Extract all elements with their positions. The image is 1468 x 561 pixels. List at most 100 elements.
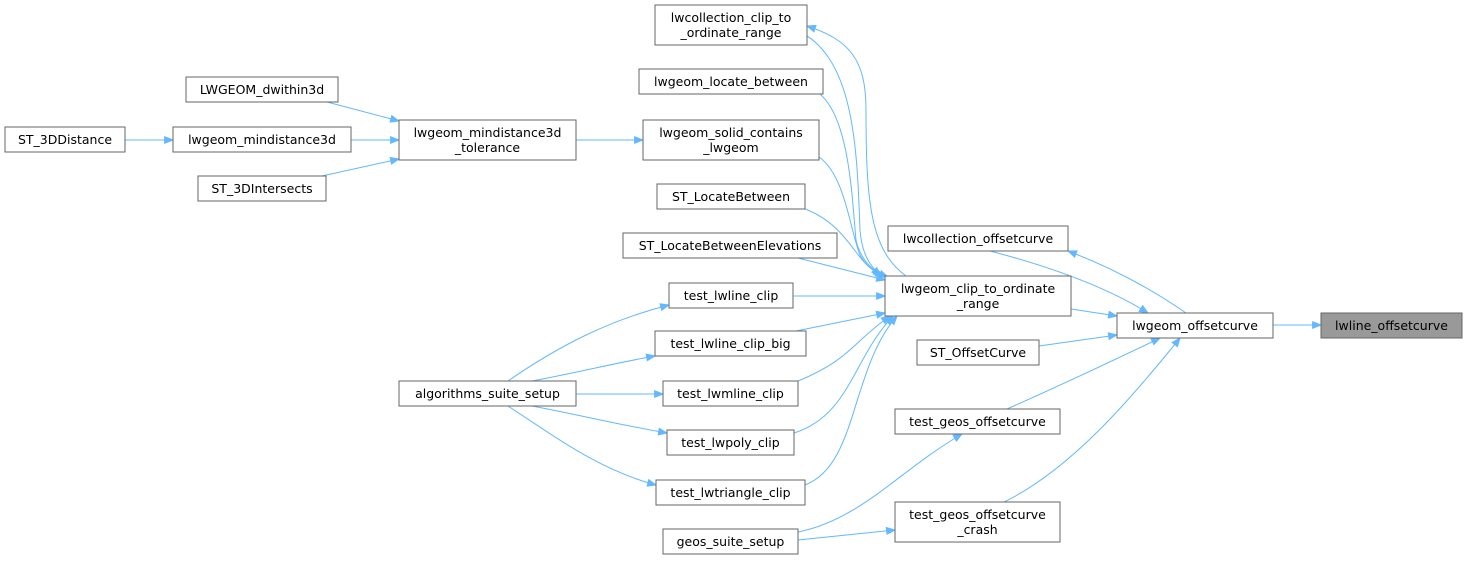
edge-line	[795, 29, 881, 277]
node-box[interactable]	[668, 282, 794, 309]
node-ST_3DDistance[interactable]: ST_3DDistance	[4, 126, 126, 153]
node-label: lwcollection_clip_to	[671, 10, 791, 25]
node-test_geos_offsetcurve[interactable]: test_geos_offsetcurve	[894, 408, 1061, 435]
node-test_geos_offsetcurve_crash[interactable]: test_geos_offsetcurve_crash	[894, 501, 1061, 543]
node-label: ST_OffsetCurve	[930, 345, 1027, 360]
node-box[interactable]	[642, 119, 820, 161]
node-geos_suite_setup[interactable]: geos_suite_setup	[662, 528, 799, 555]
node-test_lwpoly_clip[interactable]: test_lwpoly_clip	[666, 429, 795, 456]
edge-arrowhead	[1107, 310, 1119, 319]
edge-line	[804, 315, 898, 486]
node-test_lwline_clip[interactable]: test_lwline_clip	[668, 282, 794, 309]
node-label: lwgeom_mindistance3d	[188, 132, 336, 147]
edge-arrowhead	[875, 273, 887, 282]
node-ST_LocateBetween[interactable]: ST_LocateBetween	[656, 183, 806, 210]
node-lwgeom_offsetcurve[interactable]: lwgeom_offsetcurve	[1116, 312, 1274, 339]
edge-arrowhead	[654, 389, 665, 399]
node-label: test_lwline_clip_big	[670, 336, 790, 351]
node-box[interactable]	[1320, 312, 1463, 339]
edge-test_lwtriangle_clip-to-lwgeom_clip_to_ordinate_range	[804, 314, 898, 486]
node-label: lwgeom_locate_between	[654, 74, 808, 89]
node-lwcollection_clip_to_ordinate_range[interactable]: lwcollection_clip_to_ordinate_range	[654, 4, 808, 46]
node-box[interactable]	[894, 501, 1061, 543]
node-lwgeom_solid_contains_lwgeom[interactable]: lwgeom_solid_contains_lwgeom	[642, 119, 820, 161]
edge-lwgeom_clip_to_ordinate_range-to-lwgeom_offsetcurve	[1070, 308, 1119, 319]
node-label: lwgeom_solid_contains	[659, 125, 803, 140]
node-label: test_geos_offsetcurve	[909, 507, 1046, 522]
edge-line	[321, 158, 400, 177]
node-box[interactable]	[638, 68, 824, 95]
edge-lwgeom_offsetcurve-to-lwcollection_offsetcurve	[1066, 250, 1187, 314]
edge-test_geos_offsetcurve_crash-to-lwgeom_offsetcurve	[1003, 336, 1181, 503]
node-label: lwline_offsetcurve	[1335, 318, 1448, 333]
node-lwgeom_mindistance3d_tolerance[interactable]: lwgeom_mindistance3d_tolerance	[398, 119, 577, 161]
node-box[interactable]	[654, 330, 807, 357]
edge-geos_suite_setup-to-test_geos_offsetcurve_crash	[797, 526, 897, 541]
edge-arrowhead	[1066, 250, 1078, 258]
node-box[interactable]	[622, 232, 838, 259]
edge-arrowhead	[634, 135, 645, 145]
edge-algorithms_suite_setup-to-test_lwmline_clip	[576, 389, 665, 399]
node-label: algorithms_suite_setup	[415, 386, 560, 401]
node-box[interactable]	[894, 408, 1061, 435]
edge-line	[1067, 250, 1187, 314]
edge-lwgeom_mindistance3d_tolerance-to-lwgeom_solid_contains_lwgeom	[576, 135, 645, 145]
node-test_lwline_clip_big[interactable]: test_lwline_clip_big	[654, 330, 807, 357]
edge-lwgeom_clip_to_ordinate_range-to-lwcollection_clip_to_ordinate_range	[805, 24, 907, 277]
edge-arrowhead	[885, 526, 897, 535]
node-box[interactable]	[654, 4, 808, 46]
edge-arrowhead	[659, 303, 671, 312]
node-box[interactable]	[887, 225, 1069, 252]
edge-arrowhead	[390, 135, 401, 145]
edge-line	[797, 257, 886, 281]
node-ST_OffsetCurve[interactable]: ST_OffsetCurve	[916, 339, 1040, 366]
node-box[interactable]	[656, 183, 806, 210]
nodes-layer: lwline_offsetcurve lwgeom_offsetcurve lwco…	[4, 4, 1463, 555]
node-box[interactable]	[666, 429, 795, 456]
node-label: _ordinate_range	[680, 25, 782, 40]
node-label: ST_3DDistance	[18, 132, 112, 147]
node-lwgeom_clip_to_ordinate_range[interactable]: lwgeom_clip_to_ordinate_range	[884, 275, 1072, 317]
node-box[interactable]	[398, 119, 577, 161]
node-box[interactable]	[916, 339, 1040, 366]
edge-line	[507, 304, 670, 382]
edge-ST_3DDistance-to-lwgeom_mindistance3d	[125, 135, 175, 145]
node-box[interactable]	[662, 380, 799, 407]
node-lwgeom_locate_between[interactable]: lwgeom_locate_between	[638, 68, 824, 95]
node-lwcollection_offsetcurve[interactable]: lwcollection_offsetcurve	[887, 225, 1069, 252]
node-box[interactable]	[398, 380, 577, 407]
node-box[interactable]	[172, 126, 352, 153]
node-label: test_lwline_clip	[684, 288, 779, 303]
node-ST_3DIntersects[interactable]: ST_3DIntersects	[197, 175, 327, 202]
edge-arrowhead	[1171, 336, 1181, 348]
node-box[interactable]	[4, 126, 126, 153]
edge-line	[797, 433, 963, 533]
node-box[interactable]	[1116, 312, 1274, 339]
edge-test_lwline_clip-to-lwgeom_clip_to_ordinate_range	[793, 291, 887, 301]
node-lwline_offsetcurve[interactable]: lwline_offsetcurve	[1320, 312, 1463, 339]
node-box[interactable]	[662, 528, 799, 555]
node-box[interactable]	[185, 76, 339, 103]
node-algorithms_suite_setup[interactable]: algorithms_suite_setup	[398, 380, 577, 407]
edge-line	[531, 405, 668, 434]
node-lwgeom_mindistance3d[interactable]: lwgeom_mindistance3d	[172, 126, 352, 153]
edge-arrowhead	[1150, 337, 1162, 346]
edge-line	[1003, 337, 1181, 503]
node-LWGEOM_dwithin3d[interactable]: LWGEOM_dwithin3d	[185, 76, 339, 103]
node-box[interactable]	[884, 275, 1072, 317]
edge-line	[1038, 334, 1118, 347]
node-ST_LocateBetweenElevations[interactable]: ST_LocateBetweenElevations	[622, 232, 838, 259]
node-test_lwtriangle_clip[interactable]: test_lwtriangle_clip	[655, 479, 806, 506]
node-box[interactable]	[197, 175, 327, 202]
node-label: _lwgeom	[702, 140, 758, 155]
edge-lwgeom_mindistance3d-to-lwgeom_mindistance3d_tolerance	[351, 135, 401, 145]
edge-line	[1006, 337, 1161, 410]
node-label: lwcollection_offsetcurve	[903, 231, 1054, 246]
node-box[interactable]	[655, 479, 806, 506]
edge-arrowhead	[389, 156, 401, 165]
edge-test_lwpoly_clip-to-lwgeom_clip_to_ordinate_range	[793, 315, 894, 434]
node-test_lwmline_clip[interactable]: test_lwmline_clip	[662, 380, 799, 407]
edge-line	[797, 529, 896, 541]
edges-layer	[125, 24, 1323, 541]
